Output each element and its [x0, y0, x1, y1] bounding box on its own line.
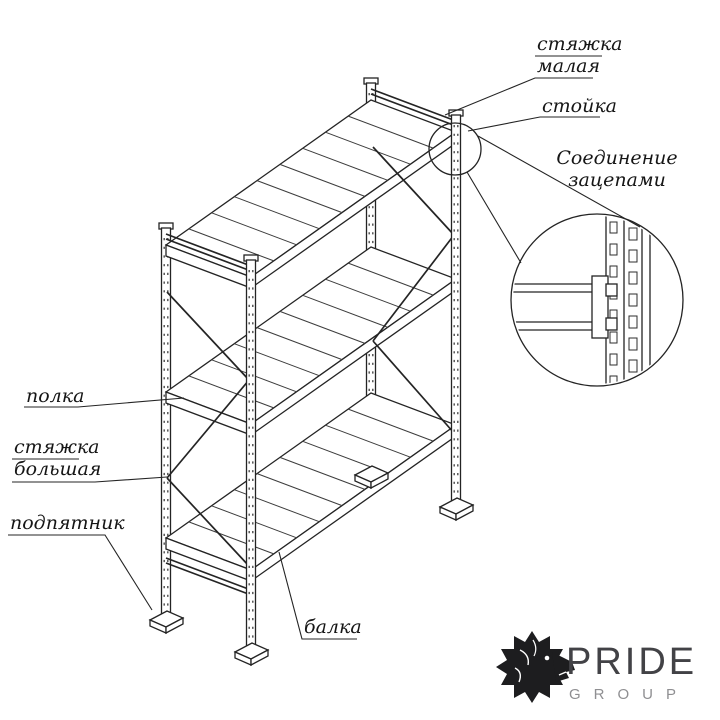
detail-connector-line [466, 171, 522, 264]
logo-brand-text: PRIDE [566, 641, 698, 683]
callout-stoyka: стойка [542, 95, 617, 117]
callout-balka: балка [304, 616, 362, 638]
pride-group-logo: PRIDE GROUP [566, 641, 697, 703]
shelf-bottom-slats [188, 408, 434, 555]
pride-lion-icon [496, 631, 575, 703]
callout-text: полка [26, 385, 85, 407]
big-tie-diagonal [372, 340, 455, 434]
beam-end-bracket [591, 275, 609, 339]
leader-lines [8, 55, 602, 640]
leader-styazhka-malaya [444, 77, 593, 116]
callout-text: большая [14, 458, 102, 480]
big-tie-diagonal [372, 234, 455, 342]
big-tie-diagonal [166, 477, 250, 567]
big-tie-diagonal [166, 291, 250, 381]
lion-muzzle [552, 652, 575, 682]
callout-polka: полка [26, 385, 84, 407]
callout-text: балка [304, 616, 362, 638]
leader-polka [24, 397, 185, 408]
leader-stoyka [467, 116, 600, 132]
callout-text: стойка [542, 95, 618, 117]
detail-view-hook-connection [510, 213, 684, 387]
callout-podpyatnik: подпятник [10, 512, 125, 534]
leader-balka [278, 551, 357, 640]
callout-text: стяжка [14, 436, 100, 458]
callout-text: малая [537, 55, 601, 77]
leader-podpyatnik [8, 534, 153, 611]
foot-plate-front-left [234, 642, 269, 666]
shelf-top [164, 99, 458, 290]
post-perforation-slots [609, 221, 638, 384]
foot-plate-front-right [439, 497, 474, 521]
beam-hook [605, 283, 618, 297]
callout-styazhka-malaya: стяжка малая [537, 33, 623, 77]
detail-connector-line [477, 135, 641, 228]
frame-braces-right [370, 88, 457, 434]
big-tie-diagonal [372, 146, 455, 236]
callout-text: подпятник [10, 512, 125, 534]
joint-marker-circle [428, 122, 482, 176]
lion-eye [544, 655, 550, 661]
detail-title-text: зацепами [568, 169, 666, 191]
detail-title-text: Соединение [556, 147, 678, 169]
logo-sub-text: GROUP [569, 686, 690, 703]
beam-hook [605, 317, 618, 331]
foot-plate-back-left [149, 610, 184, 634]
post-front-left [243, 254, 259, 651]
small-tie-right [370, 88, 457, 122]
frame-braces-left [165, 233, 252, 596]
detail-title: Соединение зацепами [552, 147, 682, 191]
shelf-top-slats [188, 115, 434, 262]
beam-profile [513, 275, 618, 339]
small-tie-left [165, 233, 252, 267]
callout-styazhka-bolshaya: стяжка большая [14, 436, 101, 480]
shelf-middle [164, 246, 458, 437]
post-front-right [448, 109, 464, 506]
big-tie-diagonal [166, 379, 250, 479]
callout-text: стяжка [537, 33, 623, 55]
leader-styazhka-bolshaya [12, 476, 168, 483]
shelf-bottom [164, 392, 458, 583]
